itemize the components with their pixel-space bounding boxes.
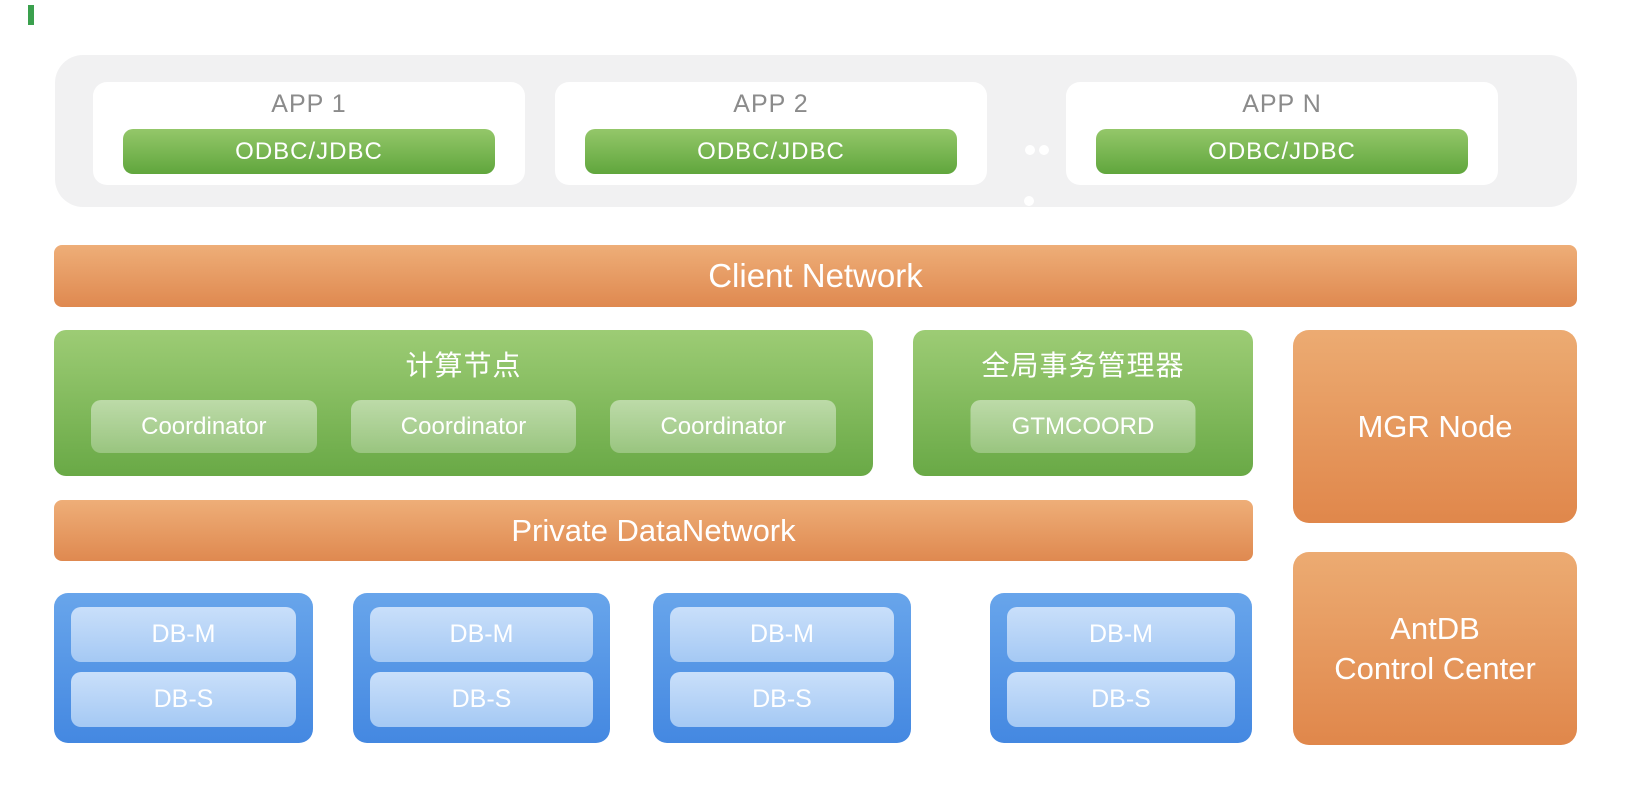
- control-center-line2: Control Center: [1334, 650, 1536, 686]
- gtmcoord-badge: GTMCOORD: [970, 400, 1196, 453]
- mgr-node-box: MGR Node: [1293, 330, 1577, 523]
- app-title: APP N: [1242, 90, 1322, 118]
- gtm-box: 全局事务管理器 GTMCOORD: [913, 330, 1253, 476]
- client-network-bar: Client Network: [54, 245, 1577, 307]
- mgr-node-label: MGR Node: [1357, 408, 1513, 444]
- app-title: APP 2: [733, 90, 809, 118]
- odbc-jdbc-badge: ODBC/JDBC: [585, 129, 957, 174]
- db-standby-badge: DB-S: [370, 672, 593, 727]
- db-shard-1: DB-M DB-S: [54, 593, 313, 743]
- app-layer-panel: APP 1 ODBC/JDBC APP 2 ODBC/JDBC APP N OD…: [55, 55, 1577, 207]
- coordinator-row: Coordinator Coordinator Coordinator: [91, 400, 837, 453]
- db-master-badge: DB-M: [1007, 607, 1235, 662]
- compute-node-box: 计算节点 Coordinator Coordinator Coordinator: [54, 330, 873, 476]
- coordinator-badge: Coordinator: [91, 400, 317, 453]
- app-title: APP 1: [271, 90, 347, 118]
- odbc-jdbc-badge: ODBC/JDBC: [123, 129, 495, 174]
- db-shard-4: DB-M DB-S: [990, 593, 1252, 743]
- ellipsis-dot: [1024, 196, 1034, 206]
- gtm-title: 全局事务管理器: [981, 350, 1185, 381]
- db-standby-badge: DB-S: [71, 672, 296, 727]
- db-master-badge: DB-M: [670, 607, 894, 662]
- db-master-badge: DB-M: [71, 607, 296, 662]
- odbc-jdbc-badge: ODBC/JDBC: [1096, 129, 1468, 174]
- compute-node-title: 计算节点: [405, 350, 522, 381]
- antdb-control-center-box: AntDB Control Center: [1293, 552, 1577, 745]
- ellipsis-dot: [1039, 145, 1049, 155]
- green-tick-mark: [28, 5, 34, 25]
- control-center-line1: AntDB: [1390, 610, 1480, 646]
- ellipsis-dot: [1025, 145, 1035, 155]
- app-card-1: APP 1 ODBC/JDBC: [93, 82, 525, 185]
- db-standby-badge: DB-S: [1007, 672, 1235, 727]
- db-standby-badge: DB-S: [670, 672, 894, 727]
- private-data-network-bar: Private DataNetwork: [54, 500, 1253, 561]
- app-card-n: APP N ODBC/JDBC: [1066, 82, 1498, 185]
- coordinator-badge: Coordinator: [350, 400, 577, 453]
- db-master-badge: DB-M: [370, 607, 593, 662]
- db-shard-2: DB-M DB-S: [353, 593, 610, 743]
- coordinator-badge: Coordinator: [610, 400, 837, 453]
- db-shard-3: DB-M DB-S: [653, 593, 911, 743]
- app-card-2: APP 2 ODBC/JDBC: [555, 82, 987, 185]
